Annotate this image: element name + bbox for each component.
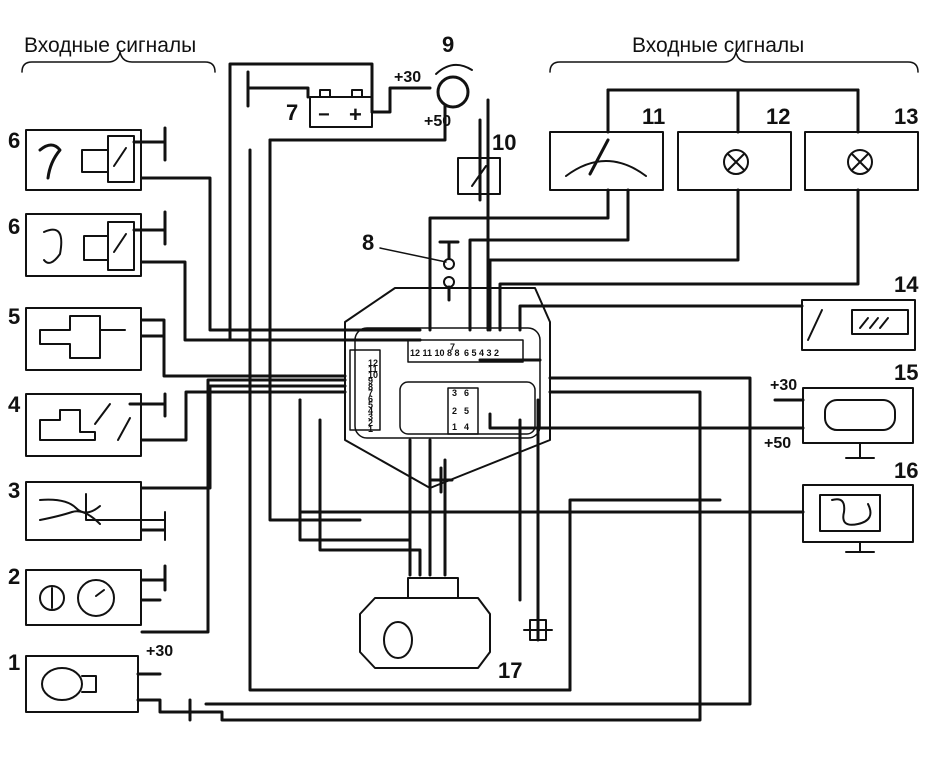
battery-minus: − [318, 104, 330, 126]
label-13: 13 [894, 104, 918, 129]
sensor1-30-label: +30 [146, 643, 173, 660]
connector-pin-left-9: 9 [368, 376, 373, 386]
label-7: 7 [286, 100, 298, 125]
starter-box-15 [802, 387, 914, 444]
connector-pin-left-7: 7 [368, 388, 373, 398]
label-2: 2 [8, 564, 20, 589]
left-input-caption: Входные сигналы [24, 34, 196, 57]
sensor-box-6a [25, 129, 142, 191]
right-input-caption: Входные сигналы [632, 34, 804, 57]
label-10: 10 [492, 130, 516, 155]
sensor-17 [523, 619, 553, 641]
pins-top-mid: 7 [450, 342, 455, 352]
connector-pin-left-8: 8 [368, 382, 373, 392]
label-1: 1 [8, 650, 20, 675]
relay-pin-4: 4 [464, 422, 469, 432]
connector-pin-left-1: 1 [368, 424, 373, 434]
right-caption-brace [549, 51, 919, 73]
sensor-box-2 [25, 569, 142, 626]
connector-pin-left-3: 3 [368, 412, 373, 422]
pins-top-left: 12 11 10 8 8 [410, 348, 460, 358]
relay-pin-5: 5 [464, 406, 469, 416]
label-8: 8 [362, 230, 374, 255]
connector-pin-left-12: 12 [368, 358, 378, 368]
sensor-box-6b [25, 213, 142, 277]
starter-30-label: +30 [770, 377, 797, 394]
connector-pin-left-2: 2 [368, 418, 373, 428]
label-4: 4 [8, 392, 21, 417]
ignition-switch-9 [436, 75, 470, 109]
sensor-box-5 [25, 307, 142, 371]
relay-pin-6: 6 [464, 388, 469, 398]
sensor-box-1 [25, 655, 139, 713]
label-14: 14 [894, 272, 919, 297]
label-6b: 6 [8, 214, 20, 239]
connector-pin-left-10: 10 [368, 370, 378, 380]
label-5: 5 [8, 304, 20, 329]
lamp-box-12 [677, 131, 792, 191]
label-17: 17 [498, 658, 522, 683]
label-3: 3 [8, 478, 20, 503]
label-15: 15 [894, 360, 918, 385]
battery-plus: + [349, 102, 362, 127]
connector-pin-left-6: 6 [368, 394, 373, 404]
control-unit-outline [344, 287, 551, 489]
label-16: 16 [894, 458, 918, 483]
ignition-module-body [359, 597, 491, 669]
switch-box-14 [801, 299, 916, 351]
label-9: 9 [442, 32, 454, 57]
connector-pin-left-11: 11 [368, 364, 378, 374]
sensor-box-3 [25, 481, 142, 541]
switch-30-label: +30 [394, 69, 421, 86]
label-11: 11 [642, 104, 665, 129]
label-6a: 6 [8, 128, 20, 153]
left-caption-brace [21, 51, 216, 73]
sensor-box-4 [25, 393, 142, 457]
pins-top-right: 6 5 4 3 2 [464, 348, 499, 358]
relay-pin-2: 2 [452, 406, 457, 416]
connector-pin-left-4: 4 [368, 406, 373, 416]
relay-pin-1: 1 [452, 422, 457, 432]
connector-pin-left-5: 5 [368, 400, 373, 410]
lamp-box-13 [804, 131, 919, 191]
label-12: 12 [766, 104, 790, 129]
switch-50-label: +50 [424, 113, 451, 130]
relay-pin-3: 3 [452, 388, 457, 398]
starter-50-label: +50 [764, 435, 791, 452]
